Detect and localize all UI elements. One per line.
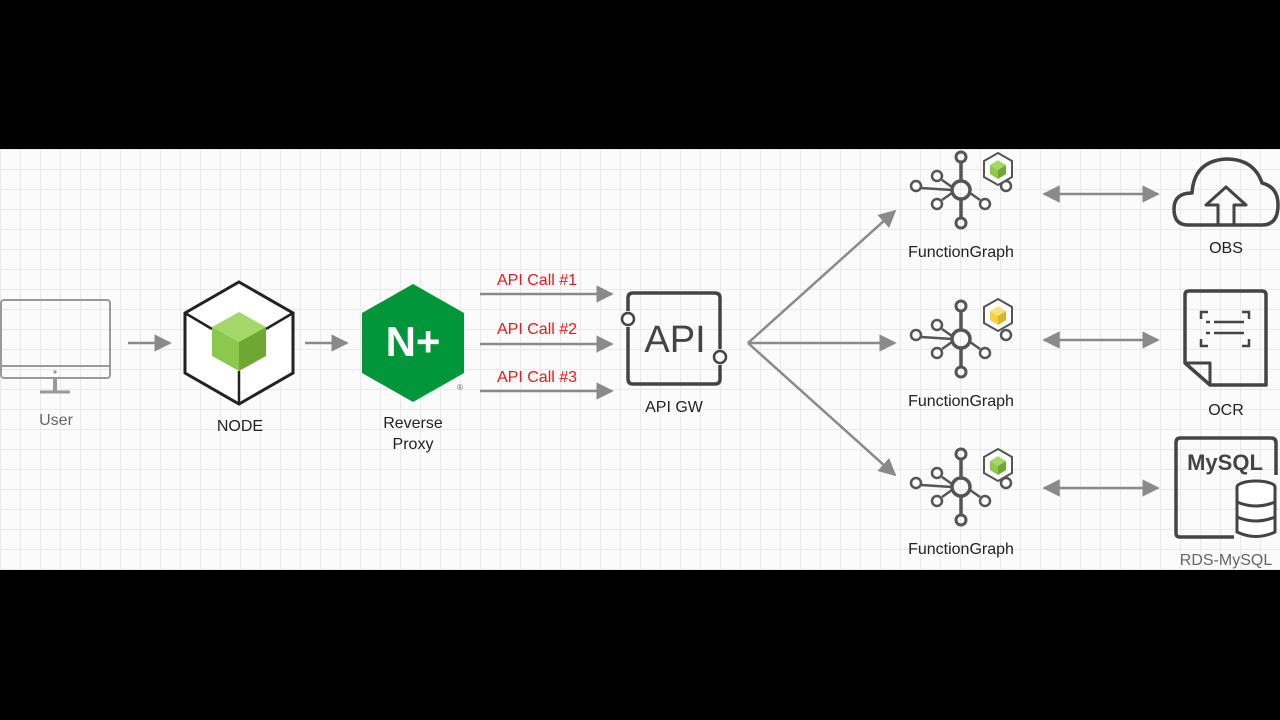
- functiongraph-2-label: FunctionGraph: [908, 393, 1014, 410]
- letterbox-bottom: [0, 570, 1280, 720]
- nginx-plus-logo-icon: N+ ®: [362, 284, 464, 402]
- obs-label: OBS: [1209, 240, 1243, 257]
- functiongraph-3-label: FunctionGraph: [908, 541, 1014, 558]
- node-cube-icon: [183, 280, 295, 406]
- functiongraph-1-icon: [909, 150, 1013, 230]
- proxy-label-line1: Reverse: [383, 415, 443, 432]
- user-monitor-icon: [0, 299, 111, 394]
- registered-mark: ®: [457, 383, 463, 392]
- api-call-2-label: API Call #2: [497, 321, 577, 338]
- api-call-3-label: API Call #3: [497, 369, 577, 386]
- arrow-gw-to-fg1: [747, 209, 897, 344]
- mysql-database-icon: MySQL: [1174, 436, 1278, 539]
- ocr-document-scan-icon: [1183, 289, 1268, 387]
- functiongraph-2-icon: [909, 298, 1013, 379]
- arrow-gw-to-fg3: [747, 342, 897, 477]
- functiongraph-3-icon: [909, 447, 1013, 527]
- ocr-label: OCR: [1208, 402, 1244, 419]
- user-label: User: [39, 412, 73, 429]
- api-gateway-icon: API: [620, 291, 728, 386]
- letterbox-top: [0, 0, 1280, 149]
- functiongraph-1-label: FunctionGraph: [908, 244, 1014, 261]
- api-icon-text: API: [644, 319, 705, 361]
- proxy-label-line2: Proxy: [393, 436, 434, 453]
- diagram-canvas: User NODE N+ ® Reverse Proxy API Call #1…: [0, 149, 1280, 570]
- node-label: NODE: [217, 418, 263, 435]
- nginx-plus-text: N+: [386, 318, 441, 365]
- architecture-diagram: User NODE N+ ® Reverse Proxy API Call #1…: [0, 150, 1280, 569]
- mysql-logo-text: MySQL: [1187, 450, 1263, 475]
- api-call-1-label: API Call #1: [497, 272, 577, 289]
- api-gw-label: API GW: [645, 399, 704, 416]
- rds-mysql-label: RDS-MySQL: [1180, 552, 1273, 569]
- cloud-upload-icon: [1172, 157, 1280, 227]
